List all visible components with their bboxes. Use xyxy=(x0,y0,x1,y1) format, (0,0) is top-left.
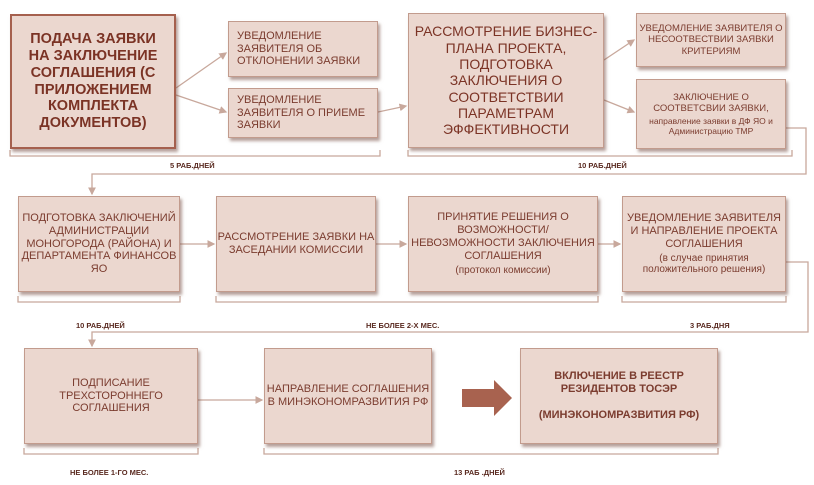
mismatch-notice-text: УВЕДОМЛЕНИЕ ЗАЯВИТЕЛЯ О НЕСООТВЕСТВИИ ЗА… xyxy=(639,23,783,57)
registry-inclusion-box: ВКЛЮЧЕНИЕ В РЕЕСТР РЕЗИДЕНТОВ ТОСЭР (МИН… xyxy=(520,348,718,444)
prepare-conclusions-text: ПОДГОТОВКА ЗАКЛЮЧЕНИЙ АДМИНИСТРАЦИИ МОНО… xyxy=(21,211,177,276)
accept-notice-text: УВЕДОМЛЕНИЕ ЗАЯВИТЕЛЯ О ПРИЕМЕ ЗАЯВКИ xyxy=(237,93,366,132)
duration-label-3-days: 3 РАБ.ДНЯ xyxy=(690,321,730,330)
block-arrow xyxy=(462,380,512,416)
decision-box: ПРИНЯТИЕ РЕШЕНИЯ О ВОЗМОЖНОСТИ/ НЕВОЗМОЖ… xyxy=(408,196,598,292)
mismatch-notice-box: УВЕДОМЛЕНИЕ ЗАЯВИТЕЛЯ О НЕСООТВЕСТВИИ ЗА… xyxy=(636,13,786,67)
business-plan-review-text: РАССМОТРЕНИЕ БИЗНЕС-ПЛАНА ПРОЕКТА, ПОДГО… xyxy=(414,23,598,138)
submit-application-text: ПОДАЧА ЗАЯВКИ НА ЗАКЛЮЧЕНИЕ СОГЛАШЕНИЯ (… xyxy=(28,31,158,132)
notify-applicant-subtext: (в случае принятия положительного решени… xyxy=(642,252,766,276)
accept-notice-box: УВЕДОМЛЕНИЕ ЗАЯВИТЕЛЯ О ПРИЕМЕ ЗАЯВКИ xyxy=(228,88,378,138)
match-conclusion-box: ЗАКЛЮЧЕНИЕ О СООТВЕТСВИИ ЗАЯВКИ, направл… xyxy=(636,79,786,149)
registry-inclusion-subtext: (МИНЭКОНОМРАЗВИТИЯ РФ) xyxy=(538,409,700,422)
reject-notice-box: УВЕДОМЛЕНИЕ ЗАЯВИТЕЛЯ ОБ ОТКЛОНЕНИИ ЗАЯВ… xyxy=(228,21,378,77)
commission-review-text: РАССМОТРЕНИЕ ЗАЯВКИ НА ЗАСЕДАНИИ КОМИССИ… xyxy=(217,231,375,256)
registry-inclusion-text: ВКЛЮЧЕНИЕ В РЕЕСТР РЕЗИДЕНТОВ ТОСЭР xyxy=(554,369,684,395)
prepare-conclusions-box: ПОДГОТОВКА ЗАКЛЮЧЕНИЙ АДМИНИСТРАЦИИ МОНО… xyxy=(18,196,180,292)
business-plan-review-box: РАССМОТРЕНИЕ БИЗНЕС-ПЛАНА ПРОЕКТА, ПОДГО… xyxy=(408,13,604,148)
duration-label-10-days-r2: 10 РАБ.ДНЕЙ xyxy=(76,321,125,330)
sign-agreement-box: ПОДПИСАНИЕ ТРЕХСТОРОННЕГО СОГЛАШЕНИЯ xyxy=(24,348,198,444)
send-agreement-text: НАПРАВЛЕНИЕ СОГЛАШЕНИЯ В МИНЭКОНОМРАЗВИТ… xyxy=(266,383,430,408)
commission-review-box: РАССМОТРЕНИЕ ЗАЯВКИ НА ЗАСЕДАНИИ КОМИССИ… xyxy=(216,196,376,292)
match-conclusion-text: ЗАКЛЮЧЕНИЕ О СООТВЕТСВИИ ЗАЯВКИ, xyxy=(653,92,769,115)
match-conclusion-subtext: направление заявки в ДФ ЯО и Администрац… xyxy=(649,115,773,136)
decision-subtext: (протокол комиссии) xyxy=(455,265,551,277)
send-agreement-box: НАПРАВЛЕНИЕ СОГЛАШЕНИЯ В МИНЭКОНОМРАЗВИТ… xyxy=(264,348,432,444)
decision-text: ПРИНЯТИЕ РЕШЕНИЯ О ВОЗМОЖНОСТИ/ НЕВОЗМОЖ… xyxy=(411,211,595,263)
duration-label-10-days-r1: 10 РАБ.ДНЕЙ xyxy=(578,161,627,170)
duration-label-1-month: НЕ БОЛЕЕ 1-ГО МЕС. xyxy=(70,468,149,477)
submit-application-box: ПОДАЧА ЗАЯВКИ НА ЗАКЛЮЧЕНИЕ СОГЛАШЕНИЯ (… xyxy=(10,14,176,149)
notify-applicant-text: УВЕДОМЛЕНИЕ ЗАЯВИТЕЛЯ И НАПРАВЛЕНИЕ ПРОЕ… xyxy=(626,211,782,250)
duration-label-5-days: 5 РАБ.ДНЕЙ xyxy=(170,161,215,170)
duration-label-13-days: 13 РАБ .ДНЕЙ xyxy=(454,468,505,477)
duration-label-2-months: НЕ БОЛЕЕ 2-Х МЕС. xyxy=(366,321,440,330)
sign-agreement-text: ПОДПИСАНИЕ ТРЕХСТОРОННЕГО СОГЛАШЕНИЯ xyxy=(59,376,163,415)
reject-notice-text: УВЕДОМЛЕНИЕ ЗАЯВИТЕЛЯ ОБ ОТКЛОНЕНИИ ЗАЯВ… xyxy=(237,29,361,68)
notify-applicant-box: УВЕДОМЛЕНИЕ ЗАЯВИТЕЛЯ И НАПРАВЛЕНИЕ ПРОЕ… xyxy=(622,196,786,292)
